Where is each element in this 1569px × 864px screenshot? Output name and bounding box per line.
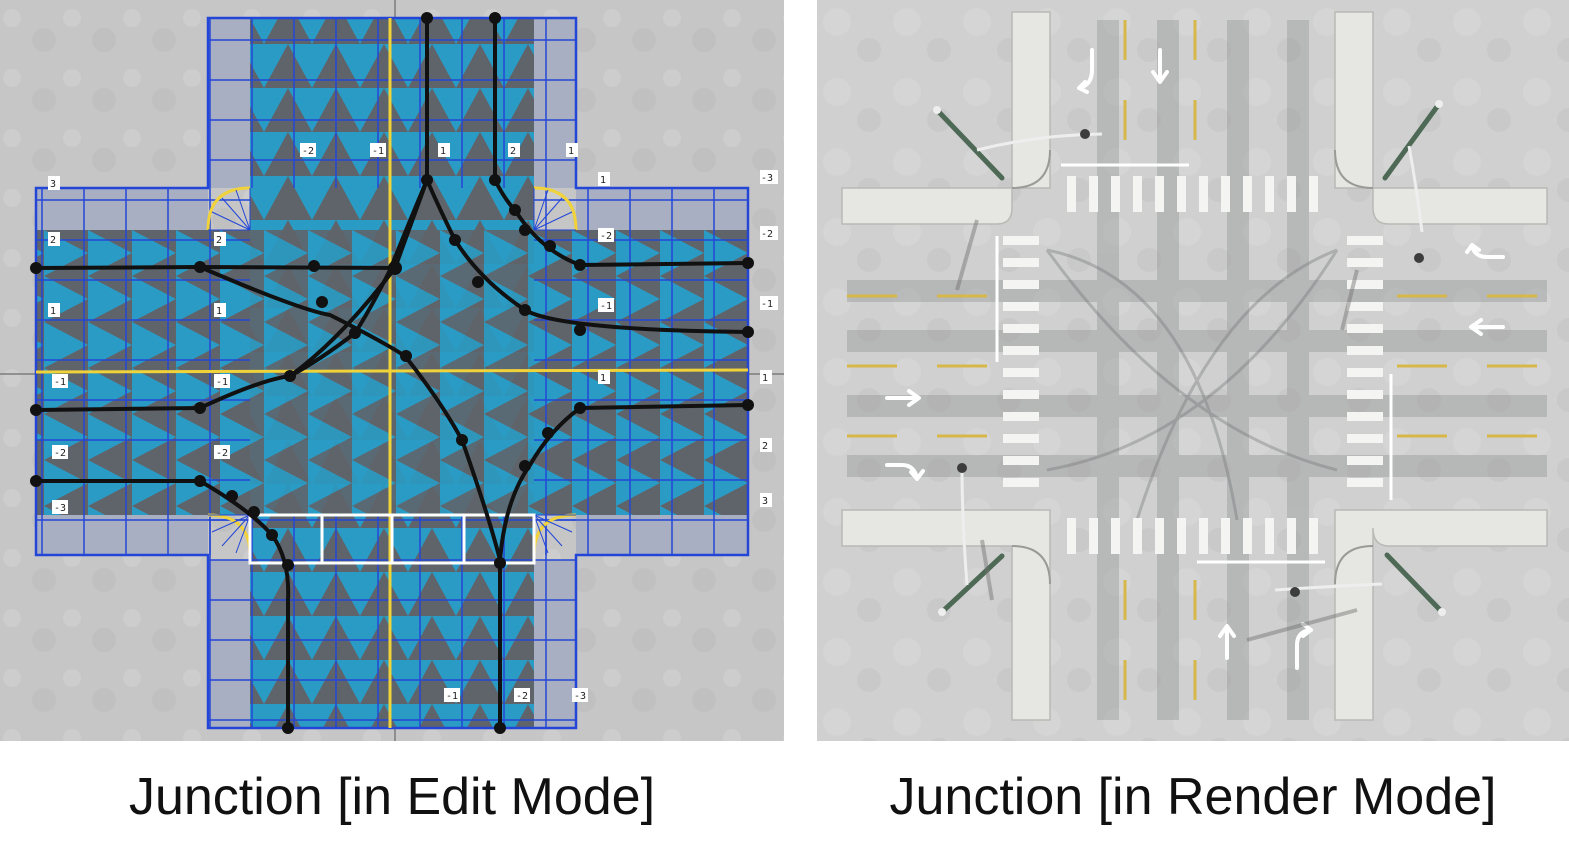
lane-id-label: 2 <box>216 235 222 246</box>
tire-curves <box>1045 248 1339 521</box>
lane-id-label: 1 <box>762 373 768 384</box>
lane-id-inner-east: 1 -2 -1 1 <box>598 172 614 384</box>
lane-id-label: 1 <box>600 175 606 186</box>
node-dot-icon <box>30 12 754 734</box>
pole-shadows <box>955 219 1359 642</box>
lane-id-label: -1 <box>54 377 66 388</box>
render-sidewalks <box>841 11 1548 721</box>
lane-arrow-icon <box>885 48 1505 670</box>
crosswalk-south <box>1067 518 1318 554</box>
crosswalk-east <box>1347 236 1383 487</box>
lane-id-west: 3 2 1 -1 -2 -3 <box>48 176 68 514</box>
lane-id-label: -2 <box>600 231 612 242</box>
lane-id-south: -1 -2 -3 <box>444 688 588 702</box>
lane-id-inner-west: 2 1 -1 -2 <box>214 232 230 459</box>
lane-id-label: -2 <box>302 146 314 157</box>
lane-id-label: -1 <box>600 301 612 312</box>
lane-id-label: 1 <box>568 146 574 157</box>
crosswalk-north <box>1067 176 1318 212</box>
render-ground <box>817 0 1569 741</box>
lane-id-label: -1 <box>372 146 384 157</box>
traffic-light-icon <box>934 101 1445 615</box>
lane-id-label: -2 <box>216 448 228 459</box>
render-mode-canvas <box>817 0 1569 741</box>
lane-id-north: -2 -1 1 2 1 <box>300 143 578 157</box>
lane-id-label: -3 <box>54 503 66 514</box>
yellow-lane-markings <box>847 20 1537 700</box>
lane-id-label: -1 <box>446 691 458 702</box>
edit-mode-canvas: -2 -1 1 2 1 -1 -2 -3 3 2 1 -1 -2 -3 -3 -… <box>0 0 784 741</box>
render-mode-panel <box>817 0 1569 741</box>
lane-lines <box>995 163 1393 564</box>
lane-id-label: 2 <box>510 146 516 157</box>
lane-id-label: -1 <box>761 299 773 310</box>
lane-id-label: -2 <box>761 229 773 240</box>
lane-id-label: 1 <box>216 306 222 317</box>
curb-corners <box>1011 149 1374 585</box>
lane-id-east: -3 -2 -1 1 2 3 <box>760 170 778 507</box>
lane-id-label: -3 <box>761 173 773 184</box>
lane-id-label: 1 <box>440 146 446 157</box>
lane-id-label: -1 <box>216 377 228 388</box>
lane-id-label: -2 <box>54 448 66 459</box>
lane-id-labels: -2 -1 1 2 1 -1 -2 -3 3 2 1 -1 -2 -3 -3 -… <box>48 143 778 702</box>
centerline <box>35 18 749 728</box>
caption-render-mode: Junction [in Render Mode] <box>889 768 1497 826</box>
lane-id-label: -3 <box>574 691 586 702</box>
crosswalk-outline <box>248 513 536 565</box>
lane-id-label: 1 <box>600 373 606 384</box>
lane-id-label: -2 <box>516 691 528 702</box>
caption-edit-mode: Junction [in Edit Mode] <box>128 768 656 826</box>
lane-id-label: 2 <box>762 441 768 452</box>
lane-id-label: 3 <box>762 496 768 507</box>
signal-heads <box>933 100 1446 616</box>
edit-mode-panel: -2 -1 1 2 1 -1 -2 -3 3 2 1 -1 -2 -3 -3 -… <box>0 0 784 741</box>
lane-id-label: 2 <box>50 235 56 246</box>
lane-id-label: 3 <box>50 179 56 190</box>
lane-id-label: 1 <box>50 306 56 317</box>
crosswalk-west <box>1003 236 1039 487</box>
